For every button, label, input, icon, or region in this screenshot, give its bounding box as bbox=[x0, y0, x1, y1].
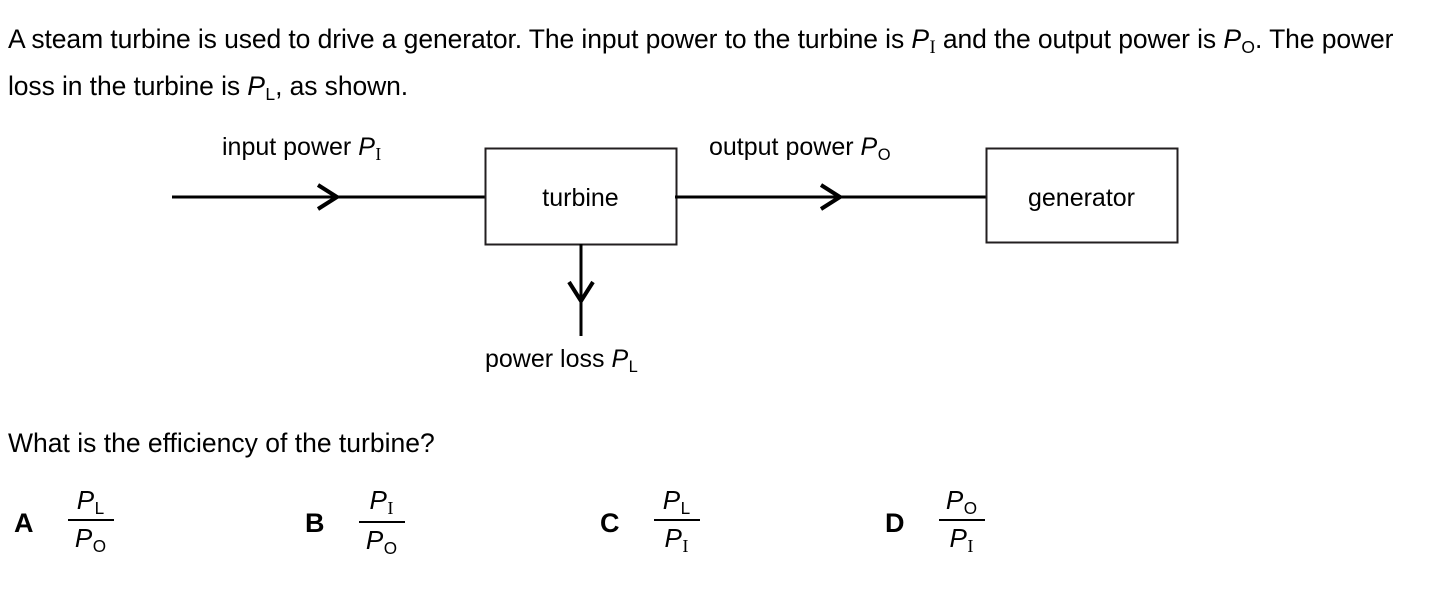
input-label-subscript-I: I bbox=[375, 143, 382, 164]
question-prompt: What is the efficiency of the turbine? bbox=[8, 428, 435, 458]
option-b-fraction-bar bbox=[358, 520, 405, 523]
option-letter-a: A bbox=[14, 508, 34, 538]
power-loss-arrowhead-icon bbox=[567, 280, 595, 305]
option-c-denominator: PI bbox=[664, 523, 689, 557]
stem-symbol-power-loss: PL bbox=[247, 71, 276, 105]
option-a-fraction: PL PO bbox=[67, 485, 114, 557]
input-power-label: input power PI bbox=[222, 133, 382, 164]
loss-label-subscript-L: L bbox=[628, 357, 638, 376]
generator-box-label: generator bbox=[1027, 184, 1136, 212]
stem-text-1: A steam turbine is used to drive a gener… bbox=[8, 24, 912, 54]
generator-box bbox=[985, 147, 1179, 244]
stem-symbol-output-power: PO bbox=[1223, 24, 1256, 57]
option-b-numerator: PI bbox=[369, 485, 394, 519]
option-letter-b: B bbox=[305, 508, 325, 538]
diagram-svg bbox=[172, 147, 1179, 336]
output-arrowhead-icon bbox=[819, 183, 844, 211]
option-d-fraction: PO PI bbox=[938, 485, 985, 557]
option-letter-c: C bbox=[600, 508, 620, 538]
option-d-denominator: PI bbox=[949, 523, 974, 557]
turbine-block-diagram: input power PI output power PO turbine g… bbox=[0, 110, 1442, 400]
option-a-numerator: PL bbox=[76, 485, 105, 518]
output-label-subscript-O: O bbox=[877, 145, 891, 164]
stem-symbol-input-power: PI bbox=[911, 24, 936, 59]
option-a-denominator: PO bbox=[74, 523, 107, 557]
option-a-fraction-bar bbox=[67, 519, 114, 522]
option-b-fraction: PI PO bbox=[358, 485, 405, 558]
turbine-box bbox=[484, 147, 678, 246]
input-arrowhead-icon bbox=[316, 183, 341, 211]
stem-subscript-O: O bbox=[1241, 36, 1256, 57]
option-d-numerator: PO bbox=[945, 485, 978, 518]
answer-options: A PL PO B PI PO C PL PI D PO PI bbox=[0, 486, 1442, 591]
answer-option-d[interactable]: D PO PI bbox=[885, 486, 985, 557]
answer-option-c[interactable]: C PL PI bbox=[600, 486, 700, 557]
stem-text-4: , as shown. bbox=[275, 71, 409, 102]
option-b-denominator: PO bbox=[365, 524, 398, 558]
stem-text-2: and the output power is bbox=[935, 24, 1224, 54]
stem-subscript-I: I bbox=[929, 37, 936, 59]
question-stem: A steam turbine is used to drive a gener… bbox=[8, 20, 1428, 113]
option-d-fraction-bar bbox=[938, 519, 985, 522]
answer-option-a[interactable]: A PL PO bbox=[14, 486, 114, 556]
stem-text-3: . The power loss in the turbine is bbox=[8, 24, 1394, 102]
option-c-numerator: PL bbox=[662, 485, 691, 518]
stem-subscript-L: L bbox=[265, 84, 276, 105]
power-loss-label: power loss PL bbox=[485, 345, 638, 376]
turbine-box-label: turbine bbox=[542, 184, 619, 212]
option-c-fraction-bar bbox=[653, 519, 700, 522]
answer-option-b[interactable]: B PI PO bbox=[305, 486, 405, 557]
option-letter-d: D bbox=[885, 508, 905, 538]
option-c-fraction: PL PI bbox=[653, 485, 700, 557]
output-power-label: output power PO bbox=[709, 133, 891, 164]
